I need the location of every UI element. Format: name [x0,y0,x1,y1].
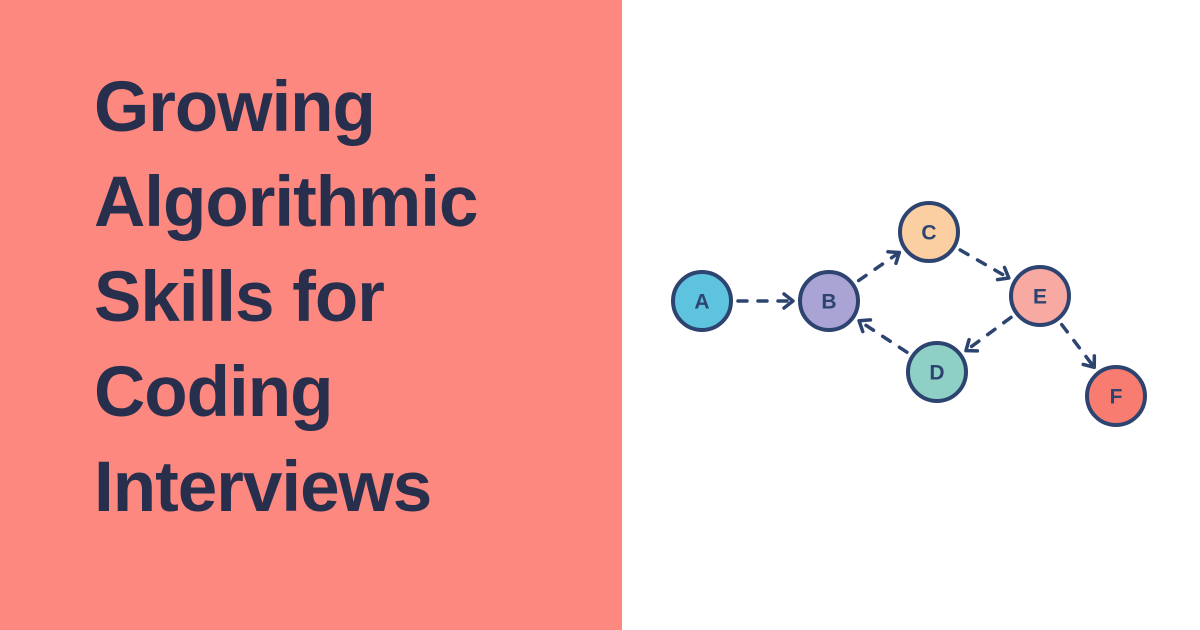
node-label-C: C [921,222,936,245]
graph-node-C: C [898,201,960,263]
graph-nodes: A B C D E F [671,201,1147,427]
node-label-A: A [694,291,709,314]
edge-E-F [1060,322,1097,370]
title-line-2: Algorithmic [94,163,478,242]
title-line-4: Coding [94,353,333,432]
graph-node-A: A [671,270,733,332]
graph-edges [736,248,1097,370]
node-circle-F [1085,365,1147,427]
node-label-F: F [1110,386,1123,409]
title-panel: Growing Algorithmic Skills for Coding In… [0,0,622,630]
node-label-B: B [821,291,836,314]
node-circle-D [906,341,968,403]
graph-diagram: A B C D E F [671,201,1147,427]
edge-C-E [958,248,1011,282]
graph-node-D: D [906,341,968,403]
node-circle-A [671,270,733,332]
node-label-D: D [929,362,944,385]
graph-node-E: E [1009,265,1071,327]
graph-node-F: F [1085,365,1147,427]
edge-D-B [857,318,909,354]
node-circle-E [1009,265,1071,327]
node-circle-C [898,201,960,263]
title-line-5: Interviews [94,448,432,527]
graph-node-B: B [798,270,860,332]
diagram-panel: A B C D E F [622,0,1200,630]
edge-E-D [964,315,1013,353]
node-circle-B [798,270,860,332]
title-line-1: Growing [94,68,376,147]
title-line-3: Skills for [94,258,385,337]
edge-B-C [856,250,902,283]
node-label-E: E [1033,286,1047,309]
page-title: Growing Algorithmic Skills for Coding In… [94,60,582,535]
